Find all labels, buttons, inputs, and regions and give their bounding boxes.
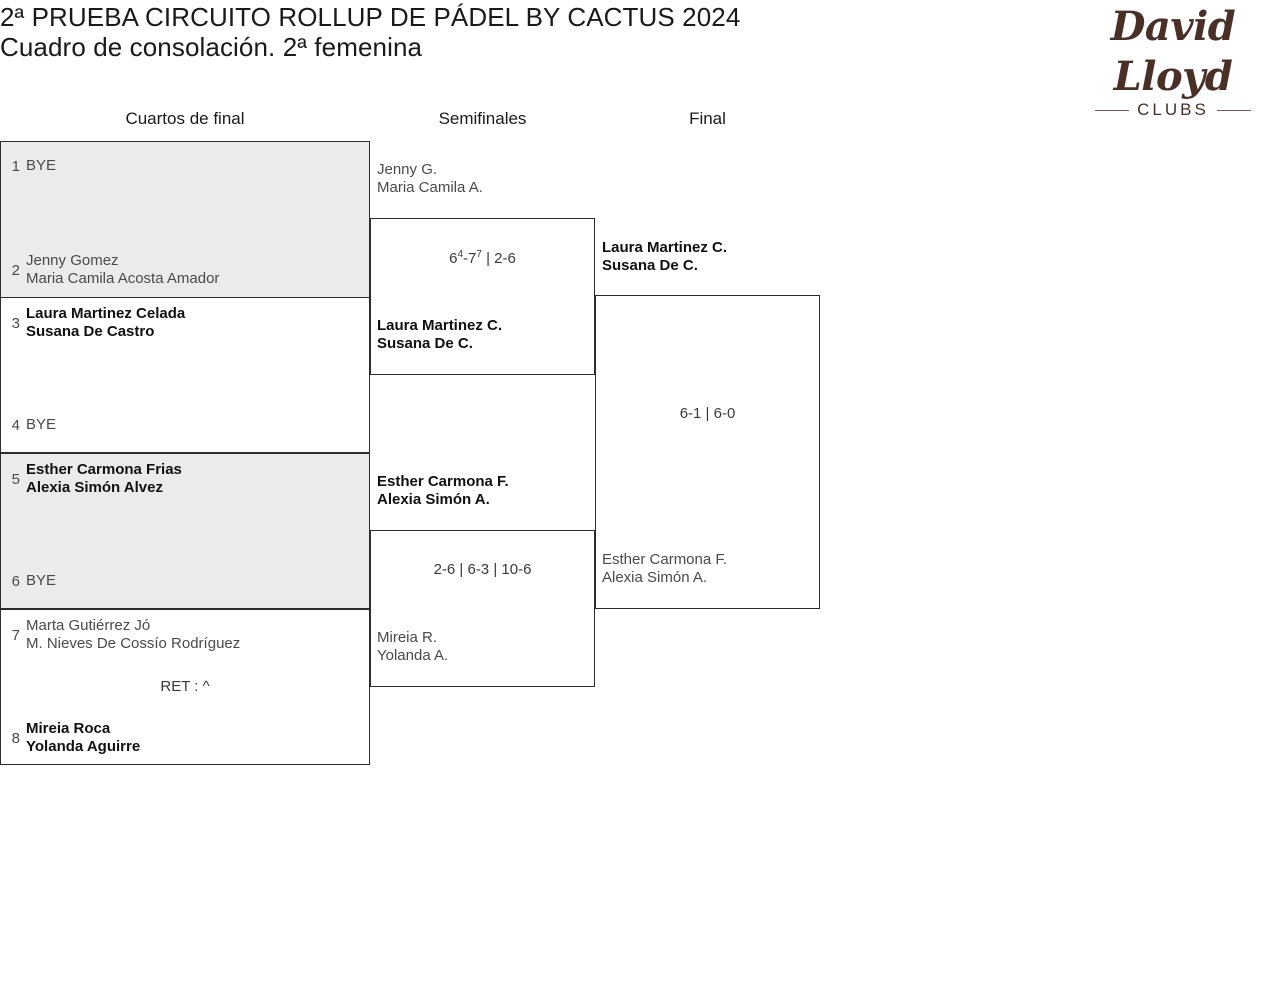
final-player-bottom[interactable]: Esther Carmona F. Alexia Simón A. <box>602 551 727 587</box>
player-line-1: Marta Gutiérrez Jó <box>26 617 151 634</box>
quarterfinal-match-2[interactable] <box>0 297 370 453</box>
round-header-quarterfinals: Cuartos de final <box>125 109 245 128</box>
player-line-2: Maria Camila A. <box>377 179 483 196</box>
player-line-1: Mireia R. <box>377 629 438 646</box>
final-match[interactable] <box>595 295 820 609</box>
round-header-final: Final <box>689 109 726 128</box>
player-names: Mireia Roca Yolanda Aguirre <box>26 720 140 756</box>
player-names: Jenny Gomez Maria Camila Acosta Amador <box>26 252 219 288</box>
player-line-1: Jenny Gomez <box>26 252 119 269</box>
quarterfinal-4-score: RET : ^ <box>160 678 210 695</box>
quarterfinal-match-1[interactable] <box>0 141 370 298</box>
logo-subtitle: CLUBS <box>1137 100 1209 119</box>
player-line-1: BYE <box>26 416 57 433</box>
player-line-1: Esther Carmona F. <box>602 551 728 568</box>
semifinal-1-score: 64-77 | 2-6 <box>449 249 516 268</box>
seed-number: 7 <box>11 627 20 644</box>
logo-rule-left <box>1095 109 1130 111</box>
player-line-2: Susana De C. <box>377 335 473 352</box>
seed-number: 2 <box>11 262 20 279</box>
quarterfinal-2-player-top[interactable]: 3 Laura Martinez Celada Susana De Castro <box>4 305 186 341</box>
quarterfinal-3-player-top[interactable]: 5 Esther Carmona Frias Alexia Simón Alve… <box>4 461 182 497</box>
player-line-2: Alexia Simón A. <box>377 491 490 508</box>
player-names: BYE <box>26 416 56 434</box>
semifinal-match-2[interactable] <box>370 530 595 687</box>
seed-number: 4 <box>11 417 20 434</box>
semifinal-1-player-top[interactable]: Jenny G. Maria Camila A. <box>377 161 483 197</box>
player-line-1: Esther Carmona F. <box>377 473 509 490</box>
player-line-2: Yolanda A. <box>377 647 449 664</box>
player-names: Mireia R. Yolanda A. <box>377 629 448 665</box>
player-line-2: Alexia Simón Alvez <box>26 479 163 496</box>
semifinal-2-player-top[interactable]: Esther Carmona F. Alexia Simón A. <box>377 473 509 509</box>
semifinal-2-score: 2-6 | 6-3 | 10-6 <box>433 561 532 578</box>
quarterfinal-3-player-bottom[interactable]: 6 BYE <box>4 572 56 591</box>
round-header-semifinals: Semifinales <box>438 109 527 128</box>
player-line-2: M. Nieves De Cossío Rodríguez <box>26 635 241 652</box>
quarterfinal-match-4[interactable] <box>0 609 370 765</box>
player-names: Esther Carmona Frias Alexia Simón Alvez <box>26 461 182 497</box>
seed-number: 5 <box>11 471 20 488</box>
page-subtitle: Cuadro de consolación. 2ª femenina <box>0 32 423 62</box>
quarterfinal-4-player-bottom[interactable]: 8 Mireia Roca Yolanda Aguirre <box>4 720 141 756</box>
title-block: 2ª PRUEBA CIRCUITO ROLLUP DE PÁDEL BY CA… <box>0 2 1000 62</box>
seed-number: 6 <box>11 573 20 590</box>
quarterfinal-1-player-bottom[interactable]: 2 Jenny Gomez Maria Camila Acosta Amador <box>4 252 220 288</box>
player-line-1: Laura Martinez C. <box>377 317 503 334</box>
seed-number: 8 <box>11 730 20 747</box>
player-line-1: Laura Martinez Celada <box>26 305 186 322</box>
logo-subtitle-wrap: CLUBS <box>1066 100 1280 120</box>
player-line-2: Alexia Simón A. <box>602 569 708 586</box>
player-names: Marta Gutiérrez Jó M. Nieves De Cossío R… <box>26 617 240 653</box>
final-score: 6-1 | 6-0 <box>679 405 736 422</box>
player-line-1: Mireia Roca <box>26 720 111 737</box>
player-names: Esther Carmona F. Alexia Simón A. <box>602 551 727 587</box>
semifinal-1-player-bottom[interactable]: Laura Martinez C. Susana De C. <box>377 317 502 353</box>
player-line-1: Laura Martinez C. <box>602 239 728 256</box>
quarterfinal-4-player-top[interactable]: 7 Marta Gutiérrez Jó M. Nieves De Cossío… <box>4 617 241 653</box>
player-names: Laura Martinez Celada Susana De Castro <box>26 305 185 341</box>
semifinal-match-1[interactable] <box>370 218 595 375</box>
player-line-2: Susana De Castro <box>26 323 155 340</box>
page-header: 2ª PRUEBA CIRCUITO ROLLUP DE PÁDEL BY CA… <box>0 0 1280 119</box>
player-names: BYE <box>26 572 56 590</box>
player-line-2: Maria Camila Acosta Amador <box>26 270 220 287</box>
seed-number: 3 <box>11 315 20 332</box>
player-line-1: Esther Carmona Frias <box>26 461 182 478</box>
semifinal-2-player-bottom[interactable]: Mireia R. Yolanda A. <box>377 629 448 665</box>
player-line-2: Susana De C. <box>602 257 698 274</box>
player-line-2: Yolanda Aguirre <box>26 738 141 755</box>
player-line-1: BYE <box>26 157 57 174</box>
quarterfinal-2-player-bottom[interactable]: 4 BYE <box>4 416 56 435</box>
player-names: Esther Carmona F. Alexia Simón A. <box>377 473 509 509</box>
logo-rule-right <box>1216 109 1251 111</box>
player-line-1: Jenny G. <box>377 161 438 178</box>
quarterfinal-match-3[interactable] <box>0 453 370 609</box>
david-lloyd-logo: David Lloyd CLUBS <box>1066 2 1280 119</box>
final-player-top[interactable]: Laura Martinez C. Susana De C. <box>602 239 727 275</box>
logo-wordmark: David Lloyd <box>1110 3 1236 100</box>
seed-number: 1 <box>11 158 20 175</box>
page-title: 2ª PRUEBA CIRCUITO ROLLUP DE PÁDEL BY CA… <box>0 2 741 32</box>
player-names: Laura Martinez C. Susana De C. <box>602 239 727 275</box>
player-names: Laura Martinez C. Susana De C. <box>377 317 502 353</box>
quarterfinal-1-player-top[interactable]: 1 BYE <box>4 157 56 176</box>
player-names: Jenny G. Maria Camila A. <box>377 161 483 197</box>
player-names: BYE <box>26 157 56 175</box>
player-line-1: BYE <box>26 572 57 589</box>
